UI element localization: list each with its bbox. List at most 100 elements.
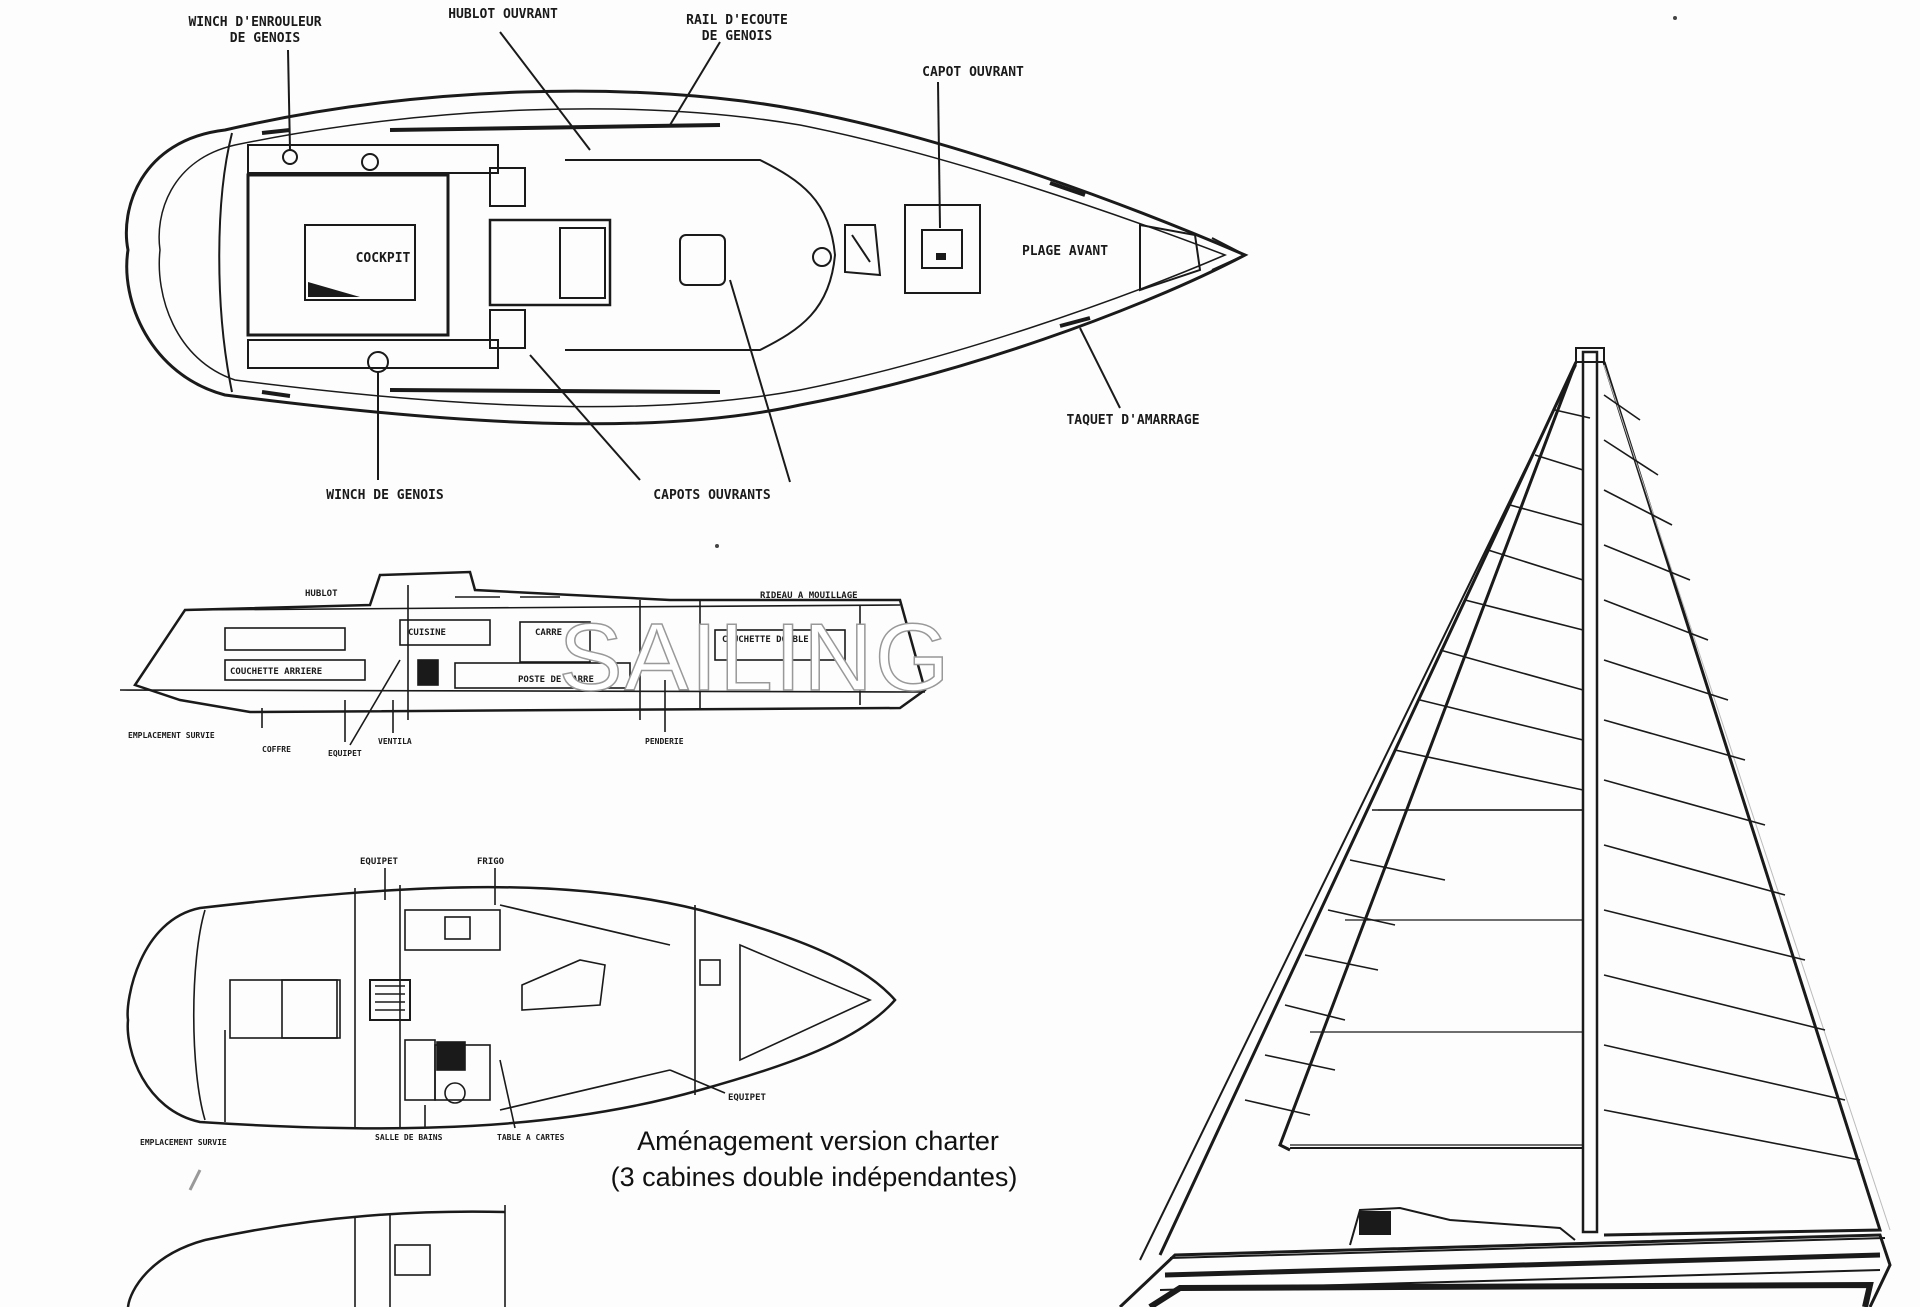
mainsail-seams — [1603, 394, 1861, 1161]
nav-station — [454, 662, 631, 689]
companion-stair — [369, 979, 411, 1021]
interior-hull — [126, 885, 897, 1130]
leader-taquet — [1079, 327, 1121, 409]
sail-plan-hatch — [1359, 1211, 1391, 1235]
forestay — [1139, 364, 1577, 1261]
windlass — [844, 224, 882, 277]
label-carre: CARRE — [535, 628, 562, 638]
mainsail — [1602, 361, 1883, 1237]
label-equipet-top: EQUIPET — [360, 857, 399, 867]
leader-capots-1 — [529, 354, 641, 481]
label-poste-barre: POSTE DE BARRE — [518, 675, 594, 685]
leader-rail — [669, 41, 721, 126]
genoa-panels — [1290, 809, 1583, 1146]
label-equipet-profile: EQUIPET — [328, 749, 362, 758]
label-cockpit: COCKPIT — [356, 251, 411, 266]
label-taquet: TAQUET D'AMARRAGE — [1066, 413, 1199, 428]
mast — [1581, 350, 1599, 1234]
leader-winch-enrouleur — [287, 49, 291, 151]
saloon-table — [521, 959, 606, 1011]
companionway — [488, 218, 612, 307]
hatch-mid — [679, 234, 726, 286]
interior-leader-3 — [669, 1069, 726, 1094]
label-couchette-arriere: COUCHETTE ARRIERE — [230, 667, 322, 677]
anchor-locker — [1139, 223, 1202, 292]
aft-cabin-berth — [281, 979, 338, 1039]
mooring-cleat — [1059, 316, 1091, 328]
deck-plan: WINCH D'ENROULEUR DE GENOIS HUBLOT OUVRA… — [124, 7, 1249, 503]
interior-plan-partial — [126, 1205, 506, 1307]
cleat-fore-port — [1049, 181, 1086, 197]
aft-berth — [224, 659, 366, 681]
deck-hull-outline — [124, 89, 1249, 426]
starboard-bench — [247, 339, 499, 369]
sink — [444, 916, 471, 940]
caption-line-1: Aménagement version charter — [637, 1126, 999, 1156]
transom — [218, 132, 233, 393]
interior-plan: EQUIPET FRIGO EQUIPET EMPLACEMENT SURVIE… — [126, 857, 1018, 1192]
partial-galley — [394, 1244, 431, 1276]
port-bench — [247, 144, 499, 174]
forepeak-berth — [739, 943, 872, 1062]
fore-hatch-handle — [936, 253, 946, 260]
label-rideau: RIDEAU A MOUILLAGE — [760, 591, 858, 601]
interior-transom — [193, 909, 206, 1121]
label-hublot: HUBLOT — [305, 589, 338, 599]
saloon-block — [519, 621, 591, 663]
leader-capot — [937, 81, 941, 229]
masthead — [1575, 347, 1605, 363]
winch-port-aft — [361, 153, 379, 171]
sail-plan-hull — [1118, 1233, 1892, 1307]
caption-line-2: (3 cabines double indépendantes) — [611, 1162, 1018, 1192]
label-penderie: PENDERIE — [645, 737, 684, 746]
genoa-seams — [1244, 409, 1591, 1116]
label-emplacement-survie-interior: EMPLACEMENT SURVIE — [140, 1138, 227, 1147]
cleat-aft-port — [261, 128, 291, 135]
label-rail-ecoute-2: DE GENOIS — [702, 29, 773, 44]
interior-leader-6 — [499, 1059, 516, 1129]
profile-sheer — [184, 604, 901, 611]
label-frigo: FRIGO — [477, 857, 505, 867]
pen-mark — [188, 1169, 202, 1191]
fore-hatch-frame — [904, 204, 981, 294]
label-emplacement-survie-profile: EMPLACEMENT SURVIE — [128, 731, 215, 740]
deck-inner-line — [158, 108, 1227, 408]
label-winch-enrouleur-2: DE GENOIS — [230, 31, 301, 46]
bow-fitting — [1211, 237, 1248, 271]
cockpit-table-shade — [308, 282, 360, 297]
speck-2 — [715, 544, 719, 548]
label-rail-ecoute-1: RAIL D'ECOUTE — [686, 13, 788, 28]
wc — [444, 1082, 466, 1104]
profile-section: HUBLOT RIDEAU A MOUILLAGE CUISINE CARRE … — [119, 570, 927, 758]
sail-plan-cove — [1164, 1252, 1881, 1278]
label-plage-avant: PLAGE AVANT — [1022, 244, 1108, 259]
label-capot-ouvrant: CAPOT OUVRANT — [922, 65, 1024, 80]
heads-fill — [436, 1041, 466, 1071]
genoa-track-starboard — [389, 388, 721, 394]
speck-1 — [1673, 16, 1677, 20]
leader-capots-2 — [729, 279, 791, 483]
furling-winch — [282, 149, 298, 165]
sail-plan — [1118, 347, 1892, 1307]
saloon-settee-port — [499, 904, 671, 946]
label-ventila: VENTILA — [378, 737, 412, 746]
profile-leader-3 — [349, 659, 401, 746]
aft-cabin — [229, 979, 341, 1039]
label-table-carte: TABLE A CARTES — [497, 1133, 565, 1142]
label-winch-genois: WINCH DE GENOIS — [326, 488, 444, 503]
label-salle-de-bains: SALLE DE BAINS — [375, 1133, 443, 1142]
genoa-track-port — [389, 123, 721, 132]
forepeak-locker — [699, 959, 721, 986]
hatch-portlight-top — [489, 167, 526, 207]
sail-plan-boottop — [1148, 1281, 1874, 1307]
galley — [404, 909, 501, 951]
label-cuisine: CUISINE — [408, 628, 446, 638]
heads — [404, 1039, 436, 1101]
hatch-portlight-bottom — [489, 309, 526, 349]
label-winch-enrouleur-1: WINCH D'ENROULEUR — [188, 15, 321, 30]
cockpit-table — [304, 224, 416, 301]
galley-block — [399, 619, 491, 646]
label-equipet-right: EQUIPET — [728, 1093, 767, 1103]
